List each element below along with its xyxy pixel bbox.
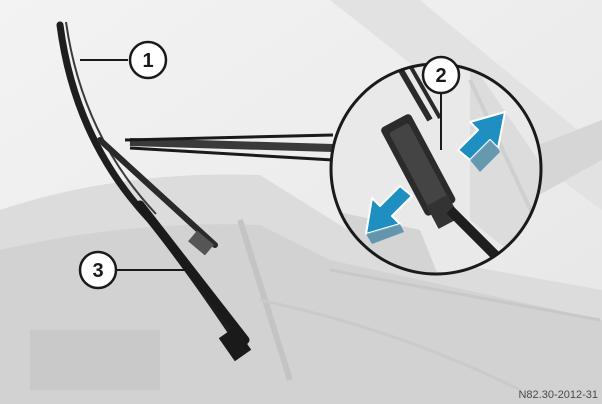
figure-reference-code: N82.30-2012-31 — [518, 389, 598, 401]
callout-2-label: 2 — [435, 65, 446, 87]
callout-1-label: 1 — [142, 50, 153, 72]
callout-3-label: 3 — [92, 260, 103, 282]
